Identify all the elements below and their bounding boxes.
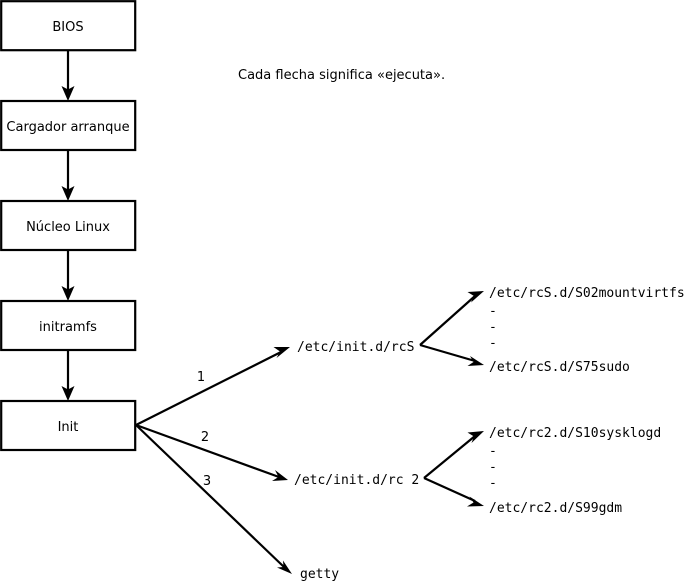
rc2-ellipsis-dash-1: -	[489, 444, 497, 459]
node-rc2-label: /etc/init.d/rc 2	[294, 473, 419, 488]
rcs-ellipsis-dash-3: -	[489, 336, 497, 351]
rcs-ellipsis-dash-2: -	[489, 320, 497, 335]
rcs-last-script-label: /etc/rcS.d/S75sudo	[489, 360, 630, 375]
bios-box	[0, 0, 137, 52]
initramfs-box	[0, 299, 137, 352]
arrow-kernel-to-initramfs	[61, 250, 75, 301]
rc2-ellipsis-dash-2: -	[489, 460, 497, 475]
rcs-first-script-label: /etc/rcS.d/S02mountvirtfs	[489, 286, 684, 301]
branch-number-1: 1	[197, 370, 205, 385]
node-init: Init	[0, 399, 137, 452]
arrow-rc2-to-first-script	[423, 431, 484, 479]
arrow-rcs-to-last-script	[419, 343, 484, 366]
arrow-init-branch-2	[135, 423, 288, 481]
rc2-ellipsis-dash-3: -	[489, 476, 497, 491]
arrow-initramfs-to-init	[61, 350, 75, 401]
bootloader-box-label: Cargador arranque	[6, 120, 129, 135]
arrow-bootloader-to-kernel	[61, 150, 75, 201]
initramfs-box-label: initramfs	[39, 320, 97, 335]
branch-number-3: 3	[203, 474, 211, 489]
node-initramfs: initramfs	[0, 299, 137, 352]
rcs-ellipsis-dash-1: -	[489, 304, 497, 319]
node-bios: BIOS	[0, 0, 137, 52]
diagram-caption: Cada flecha significa «ejecuta».	[238, 68, 445, 83]
rc2-first-script-label: /etc/rc2.d/S10sysklogd	[489, 426, 661, 441]
branch-number-2: 2	[201, 430, 209, 445]
kernel-box-label: Núcleo Linux	[26, 220, 110, 235]
node-bootloader: Cargador arranque	[0, 99, 137, 152]
arrow-init-branch-1	[135, 347, 290, 426]
arrow-rcs-to-first-script	[419, 291, 484, 346]
rc2-last-script-label: /etc/rc2.d/S99gdm	[489, 501, 622, 516]
bios-box-label: BIOS	[52, 20, 83, 35]
bootloader-box	[0, 99, 137, 152]
node-getty-label: getty	[300, 567, 339, 582]
node-kernel: Núcleo Linux	[0, 199, 137, 252]
init-box	[0, 399, 137, 452]
arrow-rc2-to-last-script	[423, 476, 484, 507]
arrow-bios-to-bootloader	[61, 50, 75, 101]
node-rcs-label: /etc/init.d/rcS	[297, 340, 414, 355]
init-box-label: Init	[58, 420, 79, 435]
arrow-init-branch-3	[135, 424, 292, 574]
